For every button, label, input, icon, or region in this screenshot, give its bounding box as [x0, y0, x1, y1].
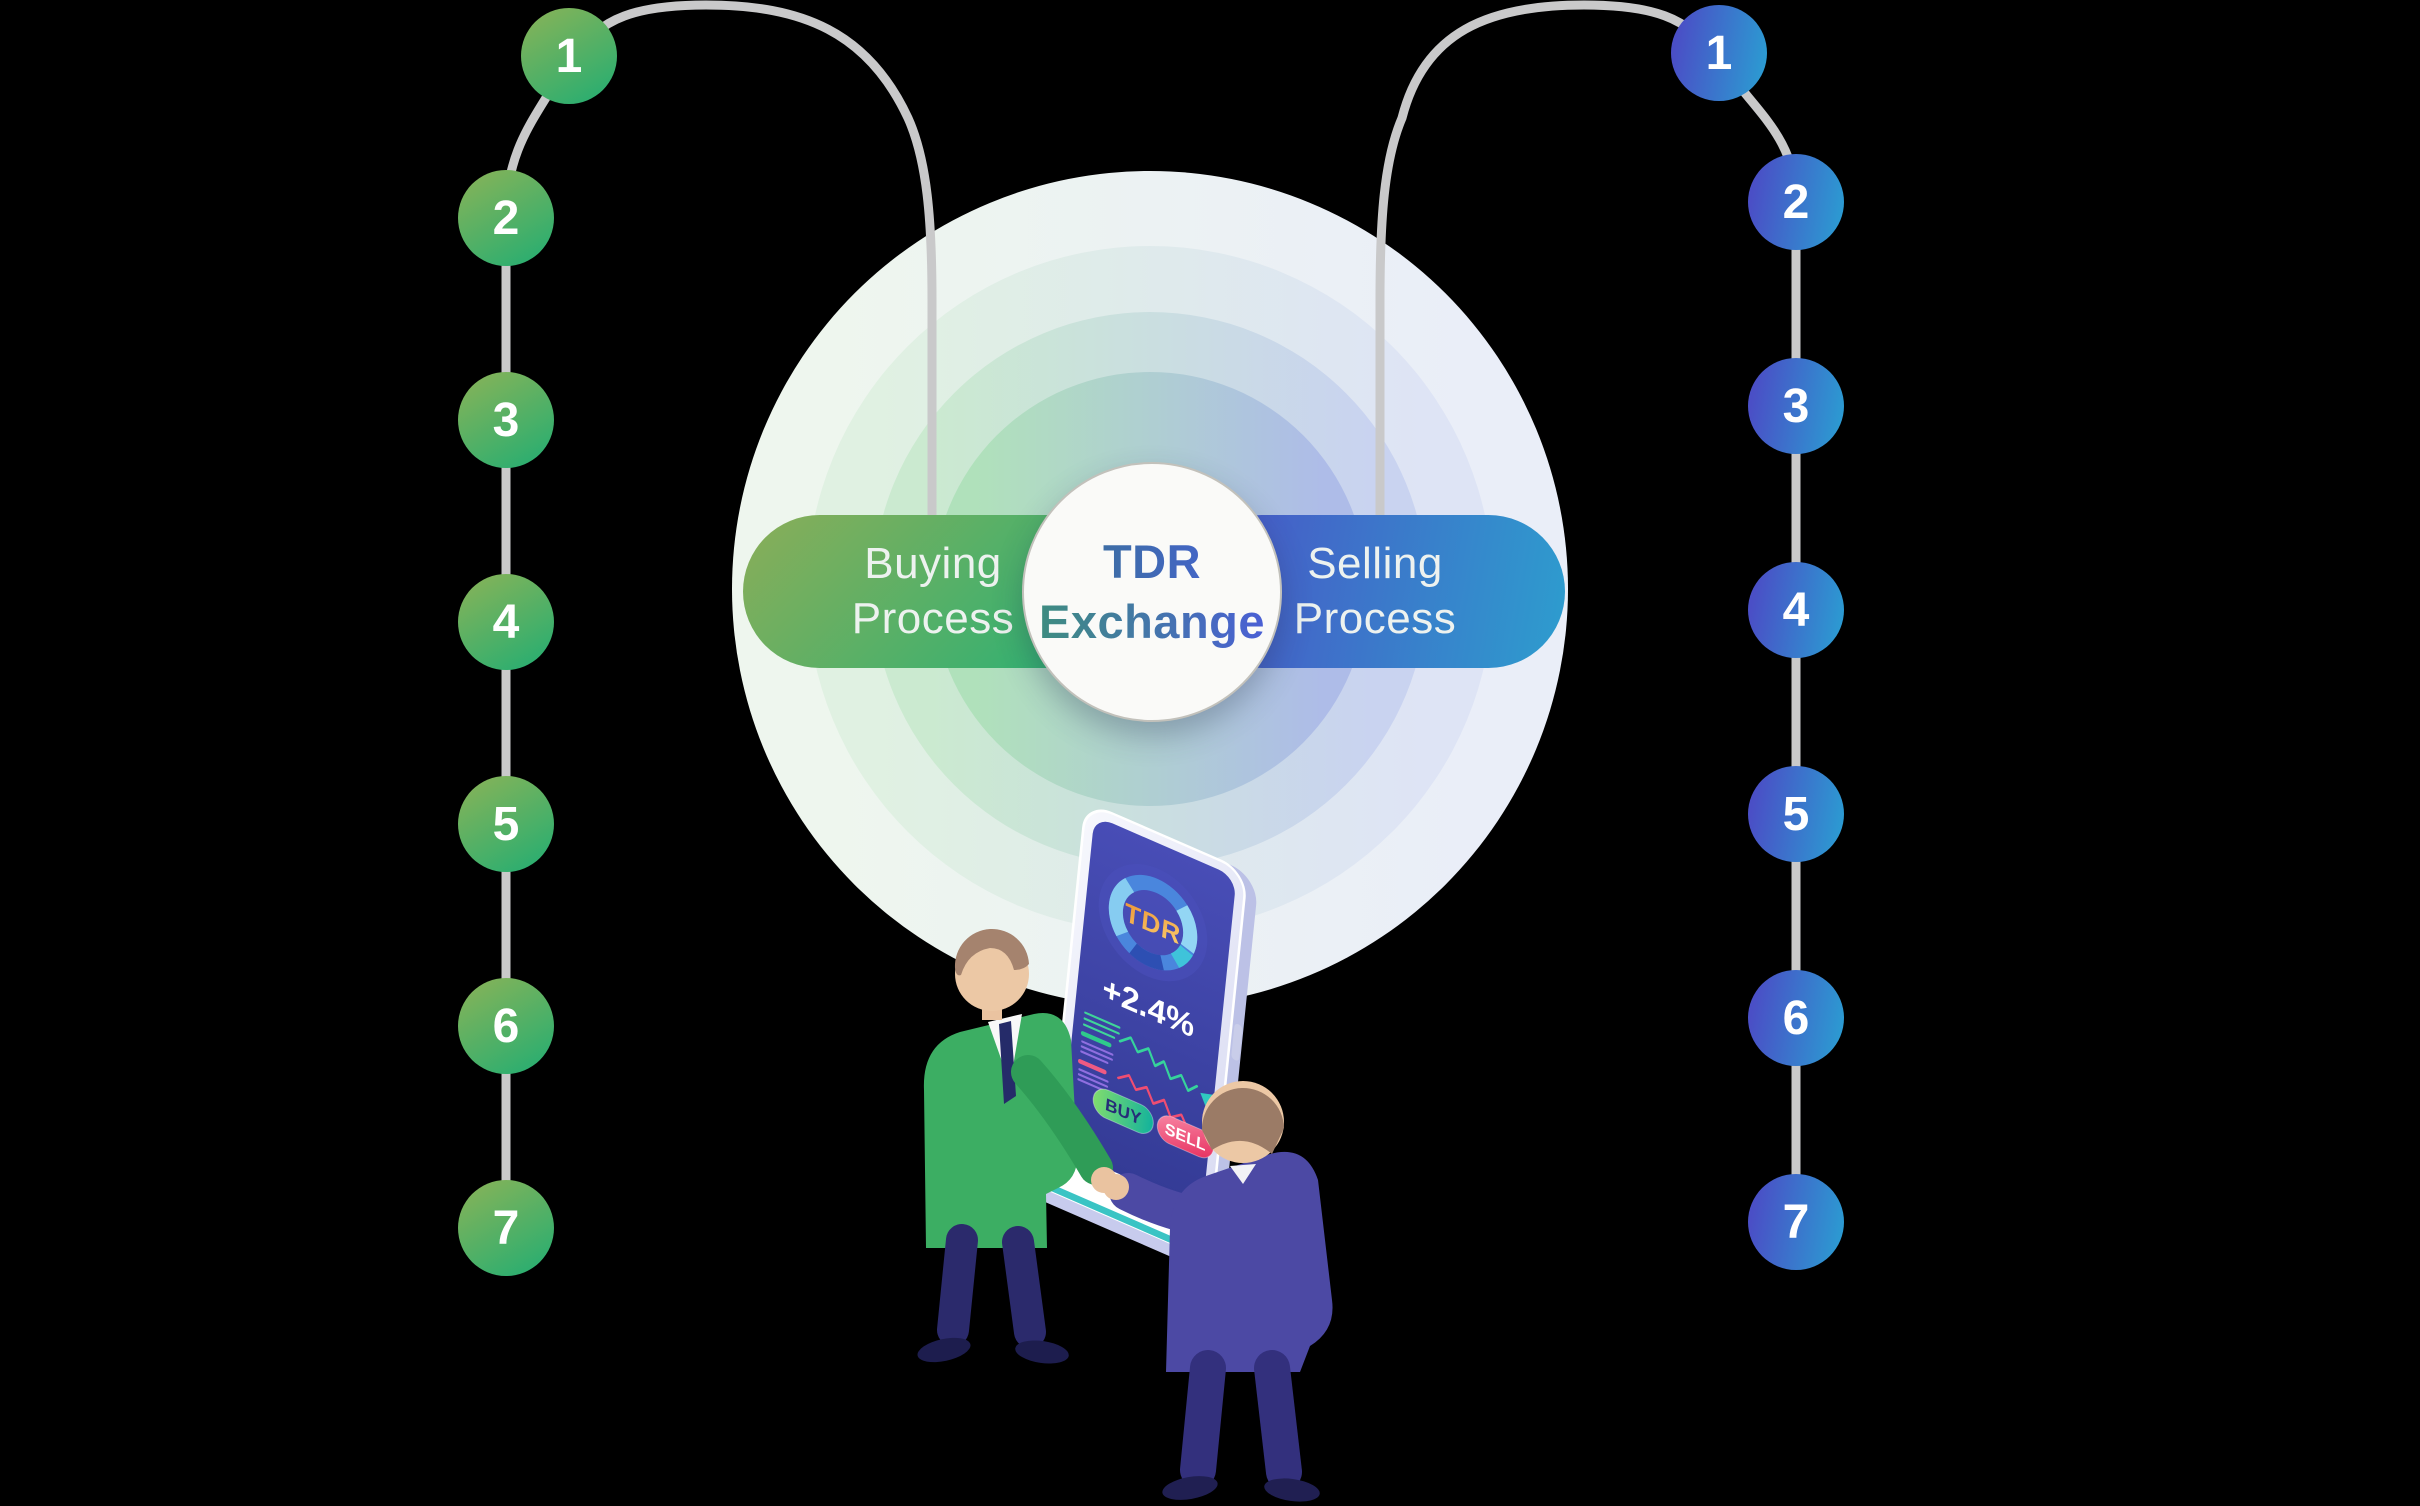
selling-step-6: 6 [1748, 970, 1844, 1066]
tdr-exchange-hub: TDR Exchange [1022, 462, 1282, 722]
buying-step-3: 3 [458, 372, 554, 468]
selling-step-7: 7 [1748, 1174, 1844, 1270]
phone-side-button [1231, 1023, 1243, 1061]
buying-step-7: 7 [458, 1180, 554, 1276]
left-man-legs [937, 1224, 1046, 1348]
buy-button: BUY [1092, 1088, 1154, 1135]
left-man-tie [999, 1021, 1016, 1104]
donut-segment-dark [1108, 874, 1198, 971]
selling-step-2: 2 [1748, 154, 1844, 250]
selling-pill-line1: Selling [1307, 538, 1443, 588]
selling-step-5: 5 [1748, 766, 1844, 862]
right-man-shoe-1 [1162, 1476, 1218, 1500]
buying-step-1: 1 [521, 8, 617, 104]
donut-segment-light [1108, 874, 1198, 971]
phone-illustration: TDR +2.4% [1011, 809, 1257, 1281]
buying-step-4: 4 [458, 574, 554, 670]
buying-pill-line2: Process [851, 593, 1015, 643]
right-man-collar [1230, 1164, 1256, 1184]
selling-pill-line2: Process [1293, 593, 1457, 643]
left-man-arm [1011, 1055, 1113, 1185]
mini-chart-lines [1077, 1011, 1217, 1132]
selling-step-3: 3 [1748, 358, 1844, 454]
selling-step-4: 4 [1748, 562, 1844, 658]
downtrend-sparkline [1117, 1074, 1190, 1132]
right-man-shoe-2 [1264, 1478, 1320, 1502]
left-man-shoe-1 [917, 1337, 971, 1363]
uptrend-sparkline [1118, 1036, 1199, 1092]
tdr-donut-chart: TDR [1098, 863, 1208, 982]
buying-step-5: 5 [458, 776, 554, 872]
buying-arc-connector [570, 0, 937, 565]
buying-step-6: 6 [458, 978, 554, 1074]
right-man-hair [1201, 1087, 1284, 1154]
buying-step-2: 2 [458, 170, 554, 266]
left-man-shoe-2 [1015, 1340, 1069, 1364]
hub-title-line2: Exchange [1039, 592, 1265, 652]
selling-step-1: 1 [1671, 5, 1767, 101]
businessman-left [917, 928, 1117, 1364]
buying-pill-line1: Buying [864, 538, 1002, 588]
left-man-hair [954, 928, 1029, 976]
right-man-jacket [1166, 1151, 1333, 1372]
hub-title-line1: TDR [1103, 532, 1201, 592]
businessman-right [1103, 1081, 1333, 1502]
selling-arc-connector [1375, 0, 1718, 565]
right-man-hand [1103, 1174, 1129, 1200]
donut-segment-teal [1108, 874, 1198, 971]
donut-segment-sky [1108, 874, 1198, 971]
right-man-legs [1180, 1350, 1302, 1490]
